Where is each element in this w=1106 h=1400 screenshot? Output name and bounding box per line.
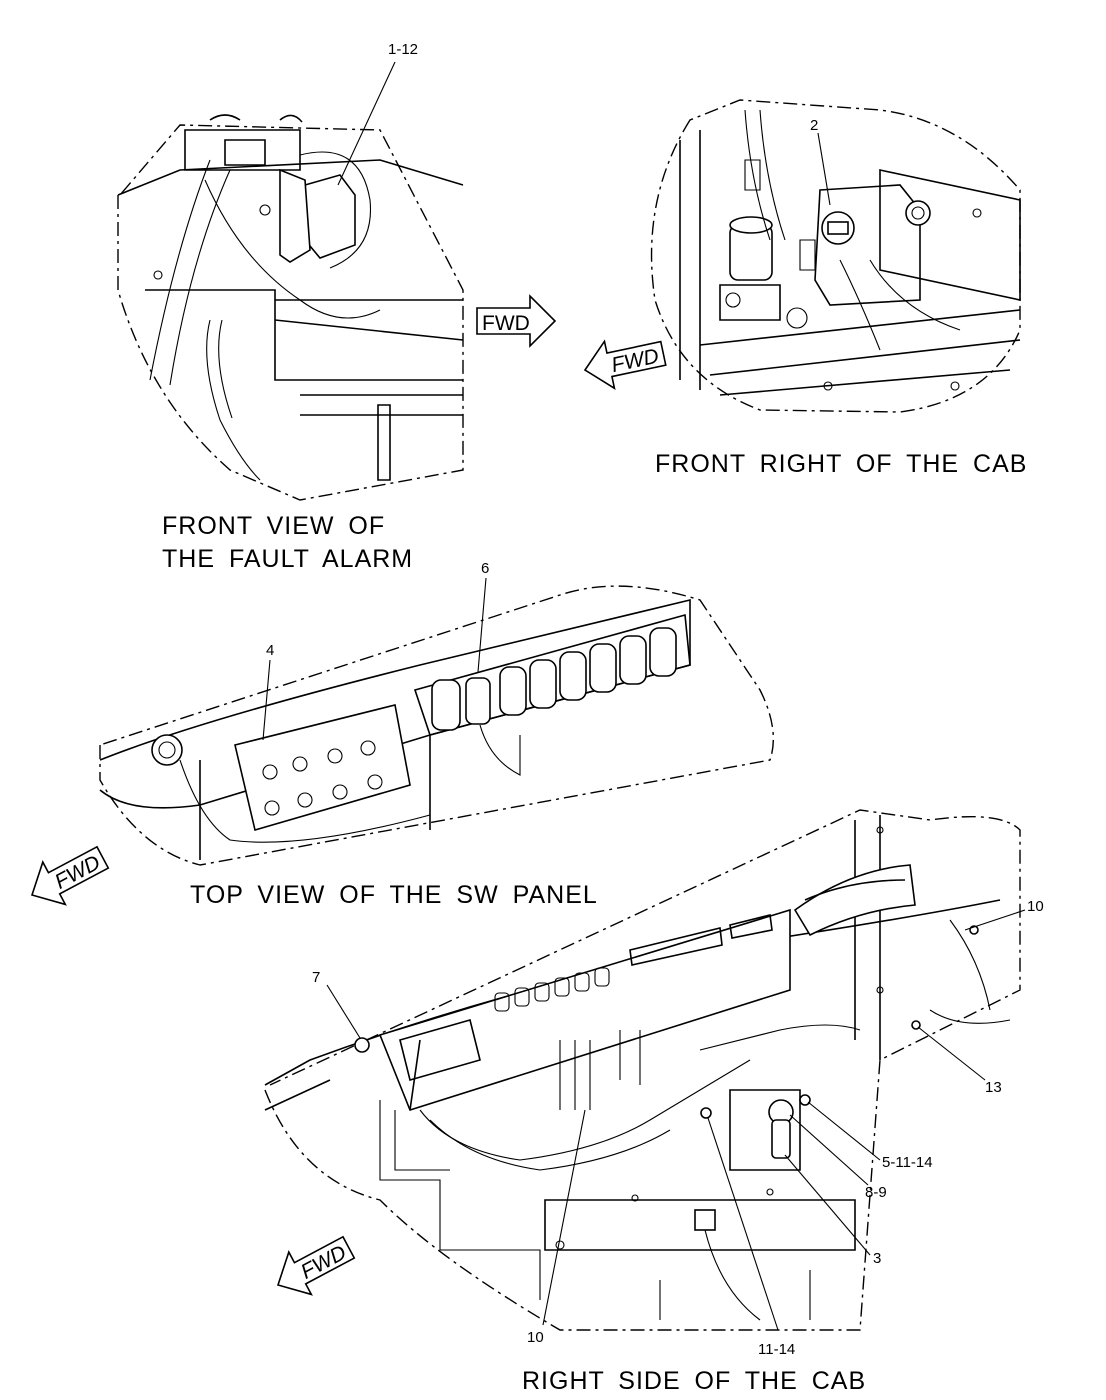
right-side-cab-view: 7 10 13 5-11-14 8-9 3 10 11-14 RIGHT SID… — [264, 809, 1044, 1395]
callout-10-bottom: 10 — [527, 1329, 544, 1346]
caption-front-view-line1: FRONT VIEW OF — [162, 512, 385, 540]
front-right-component — [821, 211, 855, 245]
callout-2: 2 — [810, 117, 818, 134]
fwd-label: FWD — [482, 312, 530, 335]
callout-3: 3 — [873, 1250, 881, 1267]
fwd-arrow-right: FWD — [476, 294, 557, 348]
callout-11-14: 11-14 — [758, 1341, 795, 1358]
front-right-cab-view: 2 FRONT RIGHT OF THE CAB — [650, 99, 1027, 478]
fwd-arrow-left-3: FWD — [276, 1235, 356, 1296]
callout-4: 4 — [266, 642, 274, 659]
callout-10-top: 10 — [1027, 898, 1044, 915]
fwd-arrow-left-2: FWD — [30, 845, 110, 906]
callout-1-12: 1-12 — [388, 41, 418, 58]
fault-alarm-view: 1-12 FRONT VIEW OF THE FAULT ALARM — [117, 41, 464, 573]
callout-5-11-14: 5-11-14 — [882, 1154, 933, 1171]
callout-8-9: 8-9 — [865, 1184, 887, 1201]
sw-panel-top-view: 4 6 TOP VIEW OF THE SW PANEL — [99, 560, 775, 909]
callout-13: 13 — [985, 1079, 1002, 1096]
fwd-label: FWD — [609, 345, 661, 377]
callout-7: 7 — [312, 969, 320, 986]
caption-front-view-line2: THE FAULT ALARM — [162, 545, 413, 573]
rocker-switch — [465, 677, 491, 725]
callout-6: 6 — [481, 560, 489, 577]
side-switch-bank — [494, 967, 610, 1012]
fwd-arrow-left-1: FWD — [583, 339, 667, 390]
caption-front-right: FRONT RIGHT OF THE CAB — [655, 450, 1027, 478]
switch-bank — [431, 627, 677, 731]
keypad-buttons — [262, 740, 383, 816]
caption-top-view: TOP VIEW OF THE SW PANEL — [190, 881, 598, 909]
key-switch — [151, 734, 183, 766]
fault-alarm-module — [304, 174, 356, 259]
keypad-panel — [234, 704, 411, 832]
caption-right-side: RIGHT SIDE OF THE CAB — [522, 1367, 866, 1395]
